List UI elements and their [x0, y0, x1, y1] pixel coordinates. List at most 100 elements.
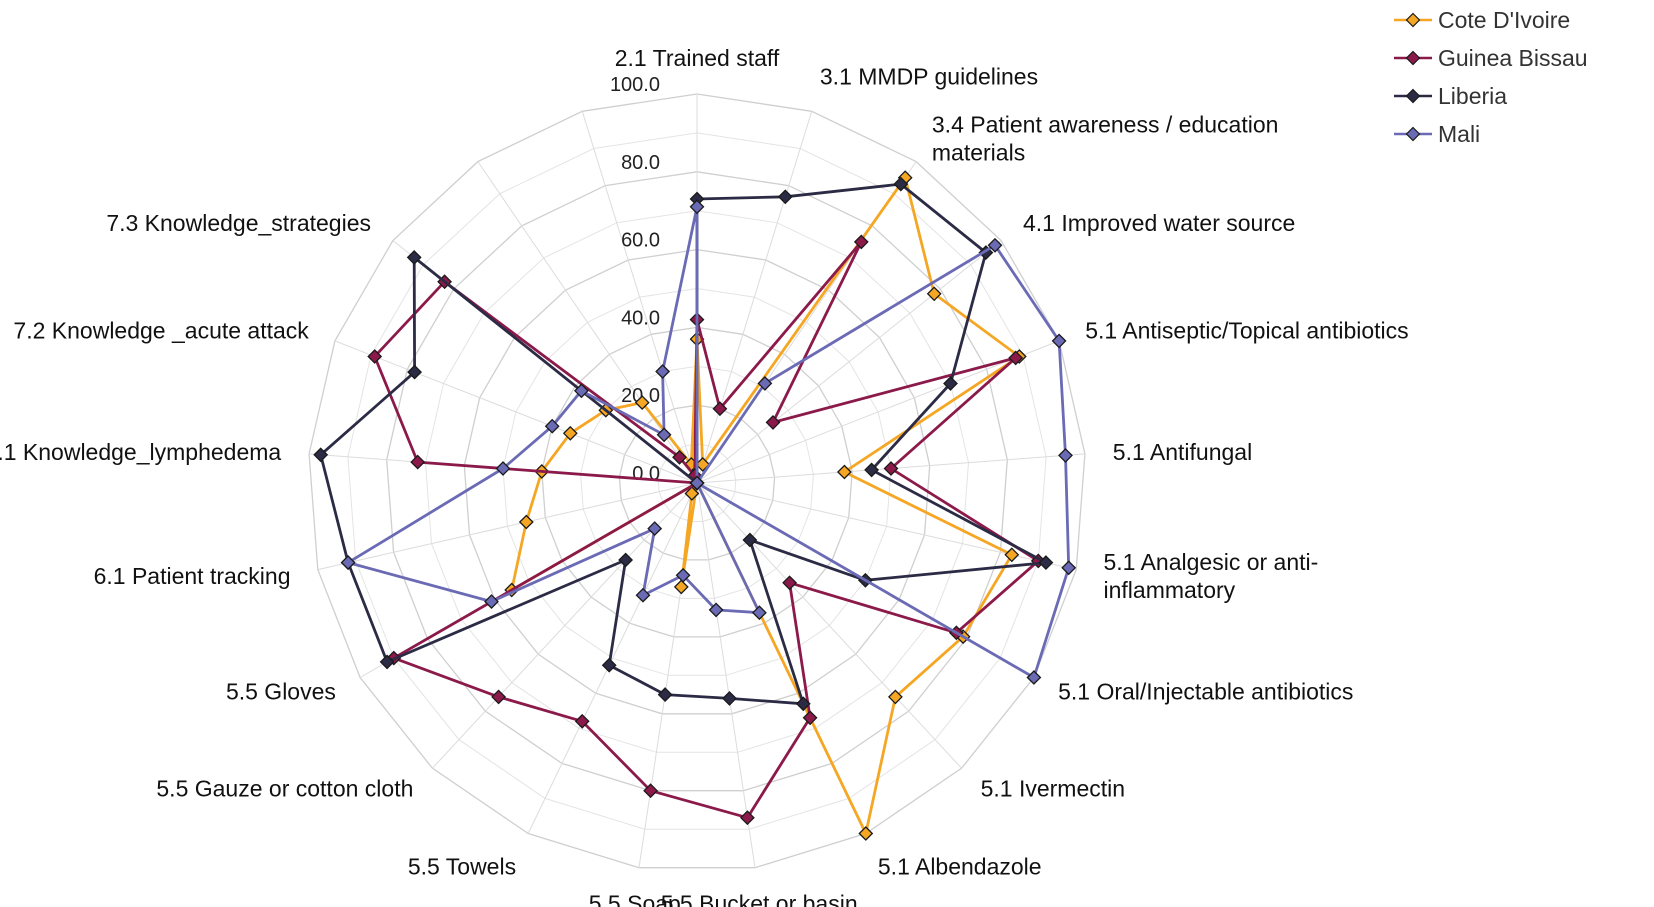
legend-label: Mali [1438, 121, 1480, 147]
data-point [1058, 447, 1073, 463]
grid-spoke [317, 482, 698, 571]
data-point [712, 401, 728, 417]
data-point [689, 475, 705, 491]
data-point [635, 587, 651, 603]
data-point [655, 364, 671, 379]
legend-item: Cote D'Ivoire [1394, 7, 1570, 33]
grid-spoke [696, 240, 1002, 484]
data-point [675, 567, 691, 583]
data-point [491, 689, 507, 705]
data-point [1004, 547, 1020, 563]
series [340, 199, 1077, 685]
grid-ring [308, 93, 1086, 869]
data-point [495, 461, 511, 476]
data-point [562, 425, 578, 441]
data-point [795, 696, 811, 712]
grid-ring [618, 404, 776, 561]
data-point [672, 449, 687, 465]
grid-spoke [696, 482, 756, 868]
data-point [742, 532, 758, 548]
grid-spoke [477, 161, 698, 484]
data-point [1026, 670, 1042, 685]
data-point [708, 602, 724, 618]
series-line [373, 240, 1040, 820]
data-point [656, 427, 672, 443]
tick-label: 60.0 [621, 230, 660, 252]
category-label: 5.1 Analgesic or anti-inflammatory [1104, 549, 1319, 603]
category-label: 5.1 Antiseptic/Topical antibiotics [1085, 318, 1408, 344]
legend-label: Guinea Bissau [1438, 45, 1588, 71]
category-label: 5.5 Towels [408, 854, 516, 880]
data-point [1051, 333, 1067, 349]
series-line [346, 205, 1071, 679]
data-point [893, 176, 909, 192]
data-point [887, 689, 903, 705]
data-point [765, 414, 781, 430]
data-point [518, 514, 534, 530]
data-point [864, 462, 880, 478]
legend-label: Liberia [1438, 83, 1507, 109]
grid-ring [386, 171, 1008, 792]
tick-label: 40.0 [621, 307, 660, 329]
data-point [943, 376, 958, 391]
data-point [407, 364, 423, 380]
grid-spoke [527, 482, 698, 834]
data-point [544, 418, 560, 434]
legend-marker [1405, 12, 1421, 28]
data-point [751, 605, 767, 621]
category-label: 5.1 Oral/Injectable antibiotics [1058, 679, 1353, 705]
data-point [484, 594, 499, 610]
data-point [722, 690, 737, 706]
legend-marker [1405, 126, 1421, 142]
data-point [757, 375, 773, 391]
data-point [313, 447, 329, 463]
grid-spoke [334, 340, 698, 484]
category-label: 3.1 MMDP guidelines [820, 64, 1038, 90]
tick-label: 80.0 [621, 152, 660, 174]
data-point [574, 713, 590, 729]
category-label: 2.1 Trained staff [615, 45, 780, 71]
legend-marker [1405, 88, 1421, 104]
data-point [647, 521, 663, 537]
data-point [883, 461, 899, 476]
data-point [634, 395, 650, 411]
data-point [926, 286, 942, 302]
data-point [618, 552, 634, 568]
category-label: 5.5 Bucket or basin [661, 890, 858, 907]
legend-item: Guinea Bissau [1394, 45, 1588, 71]
data-point [684, 486, 700, 501]
category-label: 4.1 Improved water source [1023, 210, 1295, 236]
radar-grid [308, 93, 1086, 869]
data-point [410, 454, 426, 470]
data-point [340, 555, 356, 571]
data-point [601, 657, 617, 673]
data-point [777, 189, 793, 205]
category-label: 5.5 Gauze or cotton cloth [156, 776, 413, 802]
category-label: 5.1 Albendazole [878, 854, 1042, 880]
category-label: 5.1 Ivermectin [981, 776, 1125, 802]
legend-item: Liberia [1394, 83, 1507, 109]
data-point [573, 383, 589, 399]
grid-ring [463, 248, 931, 715]
category-label: 7.1 Knowledge_lymphedema [0, 439, 281, 465]
grid-ring [580, 365, 814, 599]
grid-spoke [696, 340, 1060, 484]
category-label: 5.5 Soap [589, 890, 681, 907]
data-point [406, 249, 422, 265]
data-point [802, 710, 818, 726]
grid-spoke [581, 111, 698, 484]
category-labels: 2.1 Trained staff 3.1 MMDP guidelines 3.4 … [0, 45, 1409, 907]
data-point [836, 464, 852, 480]
series-line [510, 176, 1021, 835]
data-point [379, 654, 395, 670]
grid-ring [502, 287, 892, 676]
data-point [367, 349, 383, 364]
data-point [1008, 350, 1024, 366]
data-point [1061, 560, 1077, 576]
category-label: 6.1 Patient tracking [94, 563, 291, 589]
data-point [987, 237, 1003, 253]
legend-label: Cote D'Ivoire [1438, 7, 1570, 33]
grid-spoke [696, 111, 813, 484]
data-point [689, 199, 705, 215]
